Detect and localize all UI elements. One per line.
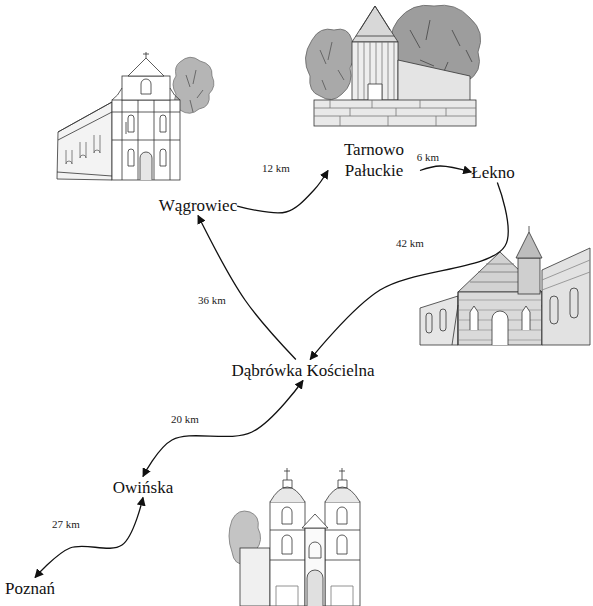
owinska-church-sketch-part bbox=[325, 487, 360, 502]
lekno-church-sketch-part bbox=[529, 226, 530, 232]
place-name: Owińska bbox=[113, 477, 173, 498]
lekno-church-sketch-part bbox=[420, 296, 458, 345]
place-label: Łekno bbox=[471, 162, 514, 183]
lekno-church-sketch-part bbox=[426, 309, 446, 333]
place-name: Wągrowiec bbox=[159, 195, 237, 216]
tarnowo-church-sketch bbox=[305, 5, 480, 126]
lekno-church-sketch-part bbox=[550, 288, 578, 324]
place-label: Poznań bbox=[5, 578, 55, 599]
route-arrow bbox=[420, 166, 471, 172]
owinska-church-sketch-part bbox=[240, 548, 270, 606]
owinska-church-sketch bbox=[229, 468, 360, 606]
owinska-church-sketch-part bbox=[270, 487, 305, 502]
lekno-church-sketch-part bbox=[452, 292, 548, 345]
place-label: Owińska bbox=[113, 477, 173, 498]
distance-label: 27 km bbox=[52, 518, 80, 530]
wagrowiec-church-sketch-part bbox=[140, 152, 152, 180]
lekno-church-sketch-part bbox=[458, 292, 542, 345]
wagrowiec-church-sketch-part bbox=[128, 149, 166, 166]
lekno-church-sketch-part bbox=[516, 232, 542, 258]
wagrowiec-church-sketch-part bbox=[143, 52, 149, 58]
distance-label: 36 km bbox=[198, 294, 226, 306]
place-label: Tarnowo Pałuckie bbox=[328, 139, 420, 181]
distance-label: 12 km bbox=[262, 162, 290, 174]
place-name: Tarnowo Pałuckie bbox=[328, 139, 420, 181]
wagrowiec-church-sketch-part bbox=[122, 76, 170, 100]
distance-label: 6 km bbox=[417, 151, 439, 163]
place-name: Poznań bbox=[5, 578, 55, 599]
place-label: Wągrowiec bbox=[159, 195, 237, 216]
wagrowiec-church-sketch-part bbox=[128, 58, 164, 76]
owinska-church-sketch-part bbox=[305, 528, 325, 606]
tarnowo-church-sketch-part bbox=[352, 42, 398, 100]
wagrowiec-church-sketch bbox=[57, 52, 214, 180]
tarnowo-church-sketch-part bbox=[352, 6, 398, 42]
route-arrow bbox=[35, 498, 143, 578]
wagrowiec-church-sketch-part bbox=[57, 102, 112, 180]
tarnowo-church-sketch-part bbox=[356, 6, 394, 36]
wagrowiec-church-sketch-part bbox=[57, 102, 112, 176]
wagrowiec-church-sketch-part bbox=[126, 115, 166, 134]
tarnowo-church-sketch-part bbox=[398, 60, 470, 102]
wagrowiec-church-sketch-part bbox=[66, 135, 100, 164]
lekno-church-sketch-part bbox=[518, 258, 540, 294]
lekno-church-sketch-part bbox=[492, 311, 508, 345]
owinska-church-sketch-part bbox=[276, 586, 353, 606]
lekno-church-sketch bbox=[420, 226, 590, 345]
owinska-church-sketch-part bbox=[307, 570, 323, 606]
tarnowo-church-sketch-part bbox=[314, 100, 476, 126]
place-name: Dąbrówka Kościelna bbox=[231, 360, 374, 381]
wagrowiec-church-sketch-part bbox=[186, 70, 203, 112]
tarnowo-church-sketch-part bbox=[368, 84, 382, 100]
tarnowo-church-sketch-part bbox=[320, 42, 344, 90]
wagrowiec-church-sketch-part bbox=[141, 79, 151, 94]
tarnowo-church-sketch-part bbox=[358, 42, 394, 100]
wagrowiec-church-sketch-part bbox=[112, 100, 180, 180]
place-label: Dąbrówka Kościelna bbox=[231, 360, 374, 381]
lekno-church-sketch-part bbox=[542, 260, 590, 290]
wagrowiec-church-sketch-part bbox=[112, 100, 180, 180]
lekno-church-sketch-part bbox=[470, 306, 530, 330]
route-arrow bbox=[310, 183, 508, 360]
tarnowo-church-sketch-part bbox=[314, 100, 476, 126]
owinska-church-sketch-part bbox=[283, 468, 292, 488]
lekno-church-sketch-part bbox=[542, 248, 590, 345]
owinska-church-sketch-part bbox=[302, 514, 328, 528]
owinska-church-sketch-part bbox=[309, 542, 321, 558]
route-arrow bbox=[198, 216, 296, 360]
distance-label: 42 km bbox=[396, 237, 424, 249]
route-arrow bbox=[143, 381, 303, 477]
place-name: Łekno bbox=[471, 162, 514, 183]
distance-label: 20 km bbox=[171, 413, 199, 425]
tarnowo-church-sketch-part bbox=[305, 29, 354, 99]
owinska-church-sketch-part bbox=[338, 468, 347, 488]
route-arrow bbox=[237, 171, 328, 213]
